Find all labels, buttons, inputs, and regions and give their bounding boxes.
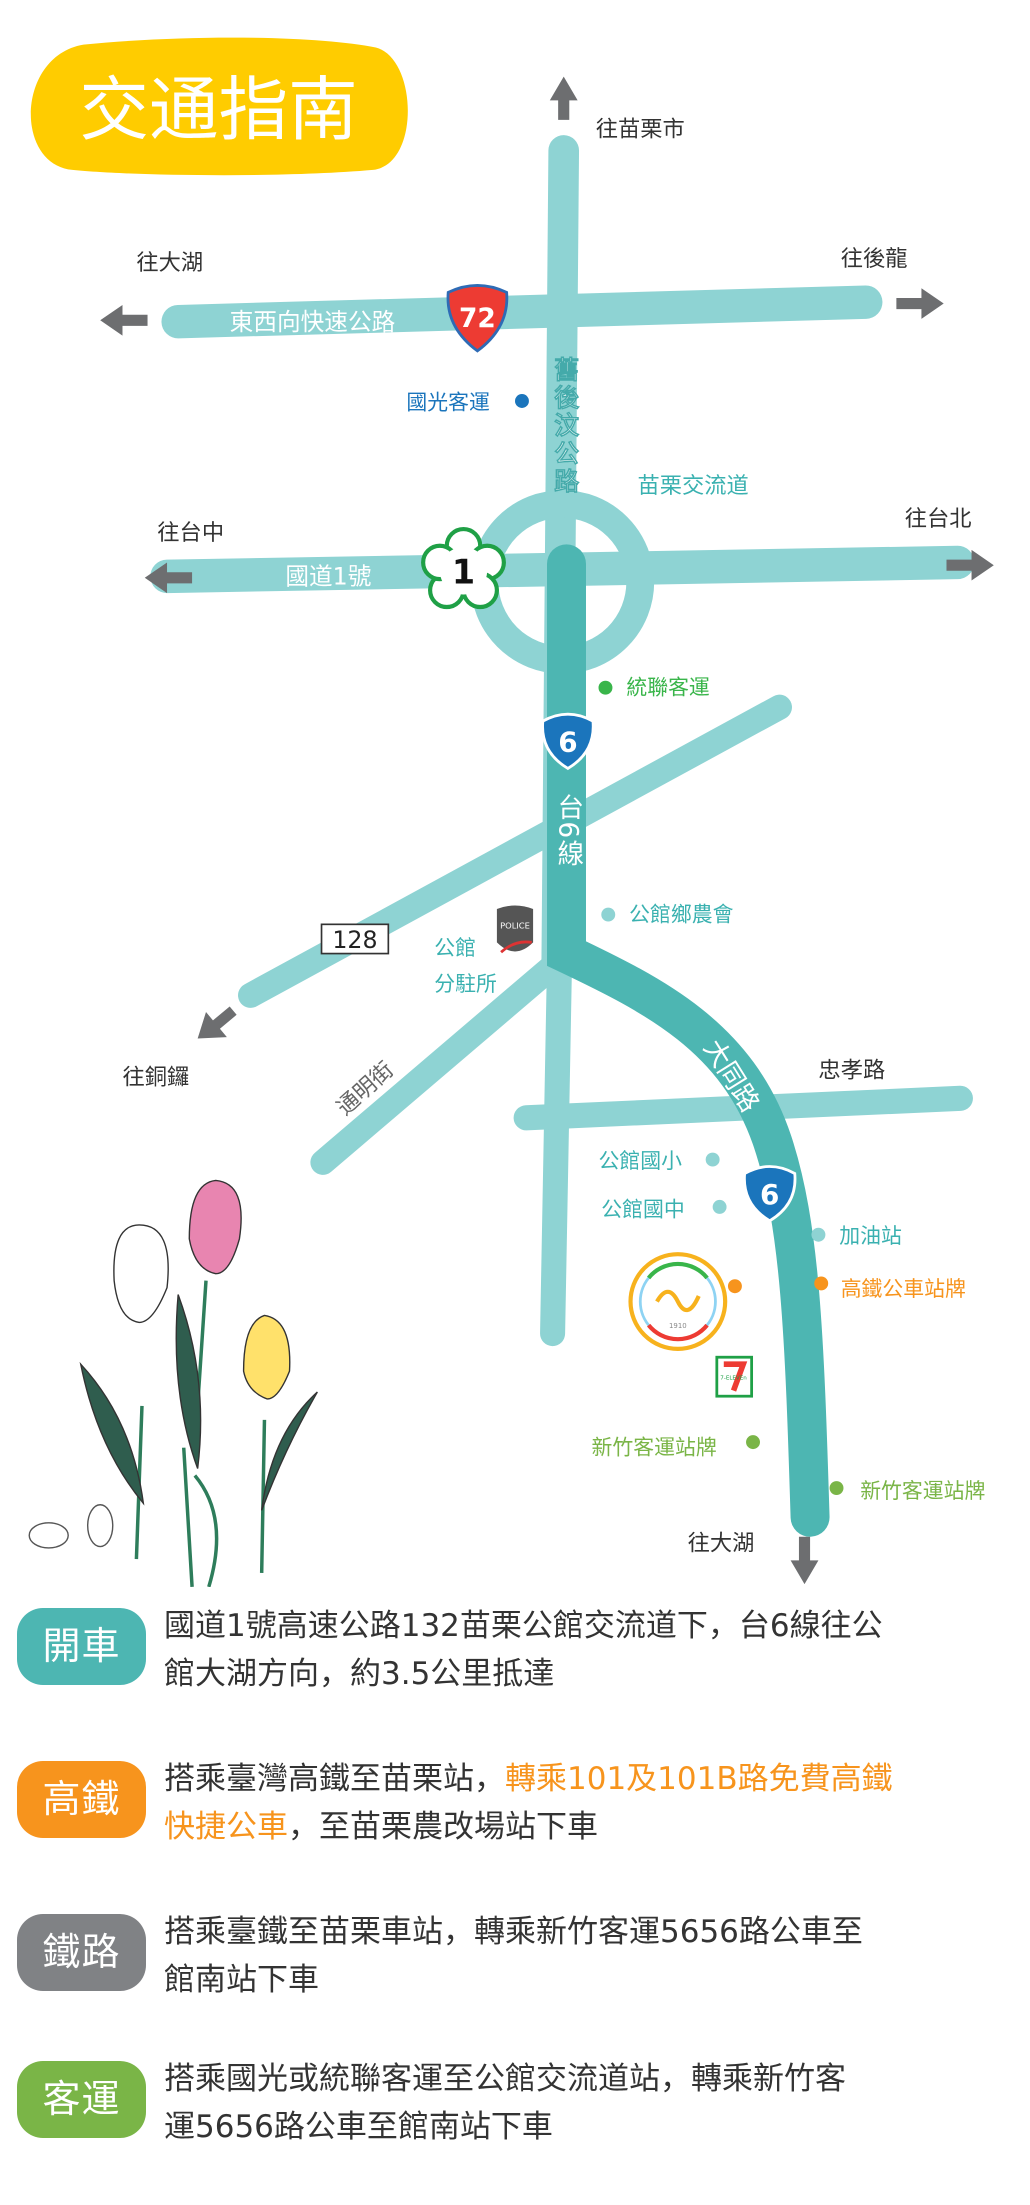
- road-south-branch: [540, 948, 573, 1347]
- label-old-road: 舊後汶公路: [551, 356, 580, 495]
- badge-bus: 客運: [17, 2061, 146, 2138]
- label-east-72: 往後龍: [841, 246, 908, 272]
- teal-dot-icon: [601, 907, 616, 922]
- label-west-72: 往大湖: [136, 250, 203, 276]
- badge-hsr: 高鐵: [17, 1761, 146, 1838]
- text-line: 國道1號高速公路132苗栗公館交流道下，台6線往公: [164, 1608, 883, 1644]
- orange-dot-icon: [727, 1279, 742, 1294]
- label-interchange: 苗栗交流道: [637, 473, 748, 499]
- badge-railway: 鐵路: [17, 1914, 146, 1991]
- blue-dot-icon: [515, 394, 529, 408]
- teal-dot-icon: [712, 1199, 727, 1214]
- route-128-sign: 128: [320, 923, 390, 955]
- arrow-right-icon: [896, 288, 944, 319]
- lime-dot-icon: [829, 1481, 844, 1496]
- label-south: 往大湖: [688, 1531, 755, 1557]
- shield-6-icon: 6: [541, 712, 595, 771]
- label-freeway-1: 國道1號: [285, 563, 371, 591]
- place-police-line2: 分駐所: [434, 972, 497, 996]
- highlight-shuttle: 轉乘101及101B路免費高鐵: [505, 1761, 893, 1797]
- text-line: 搭乘臺灣高鐵至苗栗站，: [164, 1761, 505, 1797]
- section-railway: 鐵路 搭乘臺鐵至苗栗車站，轉乘新竹客運5656路公車至 館南站下車: [17, 1914, 1017, 2004]
- railway-text: 搭乘臺鐵至苗栗車站，轉乘新竹客運5656路公車至 館南站下車: [164, 1908, 863, 2004]
- place-hsr-stop: 高鐵公車站牌: [841, 1277, 966, 1301]
- place-kuo-kuang: 國光客運: [406, 390, 490, 414]
- label-north: 往苗栗市: [596, 117, 685, 143]
- place-farmers: 公館鄉農會: [629, 903, 733, 927]
- svg-text:1: 1: [452, 552, 475, 591]
- traffic-map: 交通指南 往苗栗市 往大湖 往後龍 往台中 往台北 往銅鑼 往大湖 東西向快速公…: [28, 37, 994, 1587]
- arrow-up-icon: [549, 76, 578, 120]
- text-line: ，至苗栗農改場站下車: [288, 1809, 598, 1845]
- lime-dot-icon: [746, 1435, 760, 1450]
- place-ubus: 統聯客運: [626, 676, 710, 700]
- teal-dot-icon: [705, 1152, 720, 1167]
- place-gas: 加油站: [839, 1224, 902, 1248]
- text-line: 館南站下車: [164, 1962, 319, 1998]
- shield-72-icon: 72: [446, 284, 509, 353]
- road-route-6: [547, 544, 830, 1537]
- svg-text:128: 128: [332, 926, 377, 954]
- svg-text:7-ELEVEn: 7-ELEVEn: [720, 1375, 747, 1381]
- place-police-line1: 公館: [434, 936, 476, 960]
- arrow-down-left-icon: [197, 1006, 237, 1039]
- label-route-6: 台6線: [552, 794, 583, 868]
- seven-eleven-logo: 7-ELEVEn: [715, 1355, 754, 1398]
- road-tongming: [310, 948, 573, 1175]
- direction-arrows: [100, 76, 994, 1585]
- label-east-1: 往台北: [905, 506, 972, 532]
- badge-driving: 開車: [17, 1608, 146, 1685]
- section-bus: 客運 搭乘國光或統聯客運至公館交流道站，轉乘新竹客 運5656路公車至館南站下車: [17, 2061, 1017, 2151]
- arrow-right-icon: [946, 549, 994, 581]
- highlight-shuttle: 快捷公車: [164, 1809, 288, 1845]
- svg-text:POLICE: POLICE: [500, 921, 530, 931]
- label-west-1: 往台中: [157, 520, 224, 546]
- svg-text:72: 72: [459, 303, 496, 334]
- text-line: 搭乘臺鐵至苗栗車站，轉乘新竹客運5656路公車至: [164, 1914, 863, 1950]
- label-southwest: 往銅鑼: [122, 1064, 189, 1090]
- tulip-illustration: [28, 1179, 318, 1587]
- place-junior-high: 公館國中: [601, 1198, 684, 1222]
- place-elementary: 公館國小: [599, 1149, 683, 1173]
- orange-dot-icon: [814, 1276, 829, 1291]
- svg-text:1910: 1910: [669, 1322, 687, 1330]
- title-banner: 交通指南: [30, 37, 408, 176]
- svg-text:6: 6: [558, 726, 577, 759]
- place-hsinchu-stop-2: 新竹客運站牌: [860, 1479, 985, 1503]
- teal-dot-icon: [811, 1227, 826, 1242]
- text-line: 館大湖方向，約3.5公里抵達: [164, 1656, 555, 1692]
- arrow-left-icon: [144, 562, 193, 594]
- road-72: [161, 285, 883, 339]
- arrow-left-icon: [100, 304, 148, 336]
- label-zhongxiao: 忠孝路: [818, 1057, 885, 1083]
- page-title: 交通指南: [79, 70, 357, 151]
- bus-text: 搭乘國光或統聯客運至公館交流道站，轉乘新竹客 運5656路公車至館南站下車: [164, 2055, 846, 2151]
- museum-logo: 1910: [628, 1252, 728, 1351]
- place-hsinchu-stop-1: 新竹客運站牌: [592, 1436, 717, 1460]
- svg-text:6: 6: [760, 1178, 779, 1211]
- shield-6-icon: 6: [743, 1165, 797, 1223]
- arrow-down-icon: [790, 1536, 819, 1585]
- shield-1-icon: 1: [421, 526, 506, 610]
- police-badge-icon: POLICE: [496, 905, 534, 954]
- text-line: 搭乘國光或統聯客運至公館交流道站，轉乘新竹客: [164, 2061, 846, 2097]
- label-expressway-72: 東西向快速公路: [230, 308, 396, 336]
- driving-text: 國道1號高速公路132苗栗公館交流道下，台6線往公 館大湖方向，約3.5公里抵達: [164, 1602, 883, 1698]
- section-driving: 開車 國道1號高速公路132苗栗公館交流道下，台6線往公 館大湖方向，約3.5公…: [17, 1608, 1017, 1698]
- section-hsr: 高鐵 搭乘臺灣高鐵至苗栗站，轉乘101及101B路免費高鐵 快捷公車，至苗栗農改…: [17, 1761, 1017, 1851]
- hsr-text: 搭乘臺灣高鐵至苗栗站，轉乘101及101B路免費高鐵 快捷公車，至苗栗農改場站下…: [164, 1755, 893, 1851]
- green-dot-icon: [598, 680, 613, 695]
- text-line: 運5656路公車至館南站下車: [164, 2109, 553, 2145]
